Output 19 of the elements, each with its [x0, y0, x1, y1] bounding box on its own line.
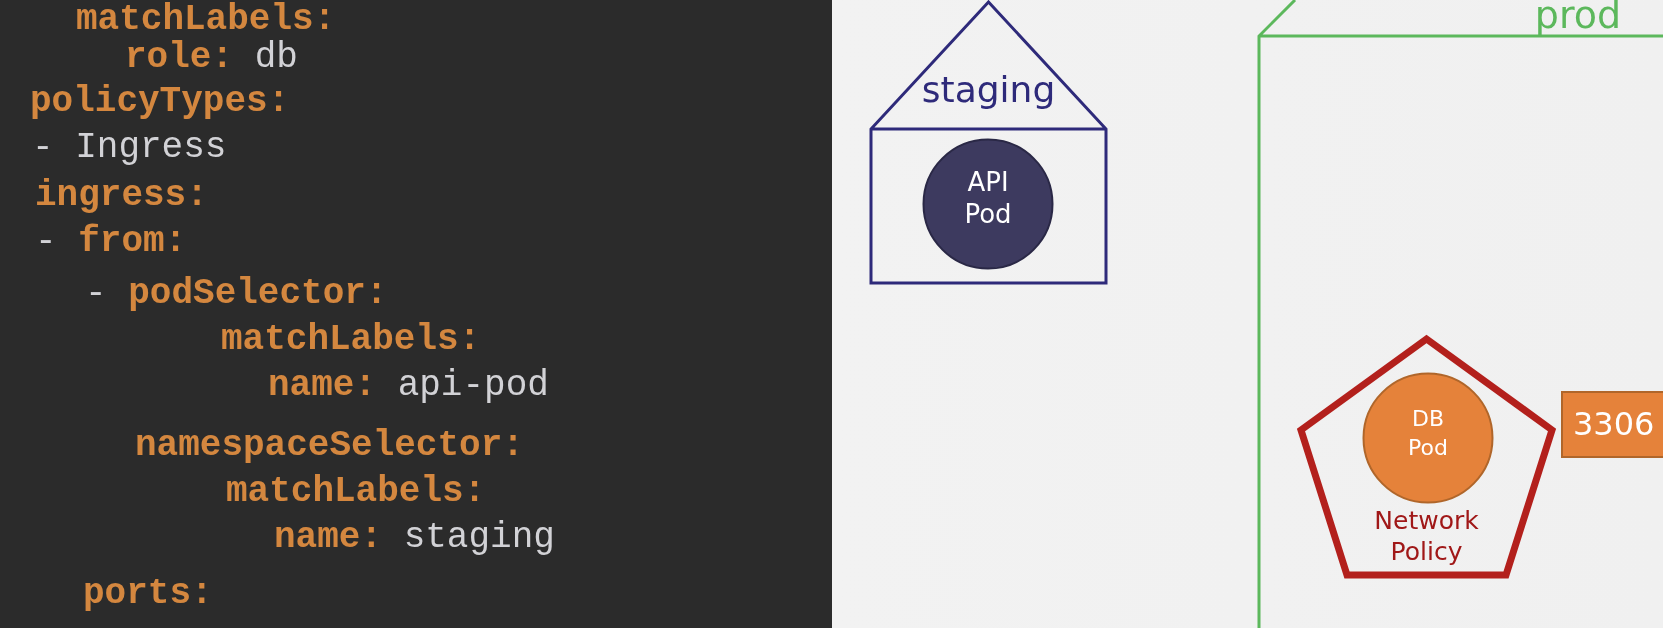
pod-label: API Pod [963, 166, 1013, 230]
code-line: ingress: [35, 176, 208, 216]
code-line: policyTypes: [30, 82, 290, 122]
namespace-label: staging [921, 68, 1056, 111]
code-line: - podSelector: [85, 274, 388, 314]
pod-label: DB Pod [1407, 405, 1449, 462]
code-line: role: db [125, 38, 298, 78]
code-line: - Ingress [32, 128, 227, 168]
code-line: matchLabels: [221, 320, 481, 360]
code-line: - from: [35, 222, 187, 262]
code-line: namespaceSelector: [135, 426, 524, 466]
code-line: ports: [83, 574, 213, 614]
port-number: 3306 [1573, 405, 1655, 443]
code-line: matchLabels: [76, 0, 336, 40]
port-box [1561, 391, 1663, 458]
code-line: name: api-pod [268, 366, 549, 406]
code-line: matchLabels: [226, 472, 486, 512]
code-line: name: staging [274, 518, 555, 558]
policy-label: Network Policy [1373, 505, 1480, 567]
